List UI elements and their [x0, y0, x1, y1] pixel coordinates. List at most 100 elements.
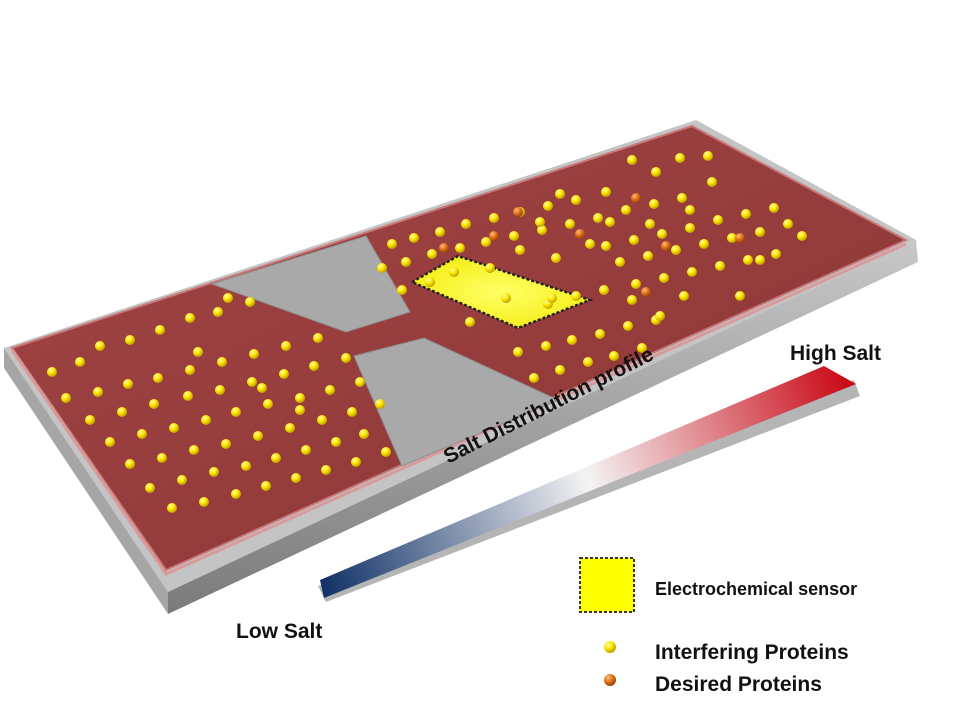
interfering-protein-dot [465, 317, 475, 327]
interfering-protein-dot [461, 219, 471, 229]
interfering-protein-dot [501, 293, 511, 303]
interfering-protein-dot [481, 237, 491, 247]
interfering-protein-dot [193, 347, 203, 357]
interfering-protein-dot [253, 431, 263, 441]
interfering-protein-dot [735, 291, 745, 301]
interfering-protein-dot [509, 231, 519, 241]
legend-desired-label: Desired Proteins [655, 673, 822, 696]
interfering-protein-dot [677, 193, 687, 203]
interfering-protein-dot [535, 217, 545, 227]
interfering-protein-dot [541, 341, 551, 351]
channel-front-edge [10, 242, 907, 576]
interfering-protein-dot [627, 295, 637, 305]
interfering-protein-dot [285, 423, 295, 433]
interfering-protein-dot [743, 255, 753, 265]
interfering-protein-dot [281, 341, 291, 351]
legend-symbols [579, 557, 635, 686]
interfering-protein-dot [105, 437, 115, 447]
interfering-protein-dot [397, 285, 407, 295]
interfering-protein-dot [601, 187, 611, 197]
interfering-protein-dot [555, 189, 565, 199]
interfering-protein-dot [601, 241, 611, 251]
interfering-protein-dot [291, 473, 301, 483]
interfering-protein-dot [325, 385, 335, 395]
interfering-protein-dot [295, 393, 305, 403]
interfering-protein-dot [707, 177, 717, 187]
interfering-protein-dot [571, 291, 581, 301]
chip-base-side [4, 348, 168, 614]
interfering-protein-dot [685, 223, 695, 233]
interfering-protein-dot [221, 439, 231, 449]
legend-sensor-label: Electrochemical sensor [655, 579, 858, 599]
interfering-protein-dot [169, 423, 179, 433]
interfering-protein-dot [489, 213, 499, 223]
interfering-protein-dot [245, 297, 255, 307]
interfering-protein-dot [703, 151, 713, 161]
interfering-protein-dot [217, 357, 227, 367]
interfering-protein-dot [409, 233, 419, 243]
high-salt-label: High Salt [790, 342, 882, 365]
interfering-protein-dot [449, 267, 459, 277]
interfering-protein-dot [301, 445, 311, 455]
interfering-protein-dot [485, 263, 495, 273]
interfering-protein-dot [659, 273, 669, 283]
interfering-protein-dot [699, 239, 709, 249]
interfering-protein-dot [599, 285, 609, 295]
interfering-protein-dot [629, 235, 639, 245]
interfering-protein-dot [771, 249, 781, 259]
interfering-protein-dot [231, 489, 241, 499]
interfering-protein-dot [153, 373, 163, 383]
interfering-protein-dot [651, 167, 661, 177]
interfering-protein-dot [769, 203, 779, 213]
interfering-protein-dot [75, 357, 85, 367]
desired-protein-dot [489, 231, 499, 241]
interfering-protein-dot [201, 415, 211, 425]
legend-sensor-swatch [579, 557, 635, 613]
interfering-protein-dot [727, 233, 737, 243]
interfering-protein-dot [387, 239, 397, 249]
interfering-protein-dot [85, 415, 95, 425]
interfering-protein-dot [657, 229, 667, 239]
interfering-protein-dot [655, 311, 665, 321]
interfering-protein-dot [61, 393, 71, 403]
interfering-protein-dot [555, 365, 565, 375]
interfering-protein-dot [313, 333, 323, 343]
chip-base-front [168, 240, 918, 614]
desired-protein-dot [439, 243, 449, 253]
interfering-protein-dot [257, 383, 267, 393]
interfering-protein-dot [755, 255, 765, 265]
interfering-protein-dot [359, 429, 369, 439]
interfering-protein-dot [623, 321, 633, 331]
interfering-protein-dot [605, 217, 615, 227]
interfering-protein-dot [627, 155, 637, 165]
desired-protein-dot [641, 287, 651, 297]
interfering-protein-dot [95, 341, 105, 351]
interfering-protein-dot [631, 279, 641, 289]
interfering-protein-dot [145, 483, 155, 493]
interfering-protein-dot [137, 429, 147, 439]
interfering-protein-dot [355, 377, 365, 387]
desired-protein-dot [631, 193, 641, 203]
desired-protein-dot [575, 229, 585, 239]
interfering-protein-dot [425, 277, 435, 287]
interfering-protein-dot [351, 457, 361, 467]
interfering-protein-dot [223, 293, 233, 303]
interfering-protein-dot [241, 461, 251, 471]
interfering-protein-dot [551, 253, 561, 263]
interfering-protein-dot [595, 329, 605, 339]
interfering-protein-dot [123, 379, 133, 389]
interfering-protein-dot [183, 391, 193, 401]
interfering-protein-dot [125, 459, 135, 469]
interfering-protein-dot [331, 437, 341, 447]
interfering-protein-dot [167, 503, 177, 513]
interfering-protein-dot [797, 231, 807, 241]
interfering-protein-dot [157, 453, 167, 463]
interfering-protein-dot [649, 199, 659, 209]
low-salt-label: Low Salt [236, 620, 323, 643]
interfering-protein-dot [537, 225, 547, 235]
interfering-protein-dot [199, 497, 209, 507]
interfering-protein-dot [637, 343, 647, 353]
interfering-protein-dot [47, 367, 57, 377]
salt-gradient-bar [318, 366, 860, 602]
